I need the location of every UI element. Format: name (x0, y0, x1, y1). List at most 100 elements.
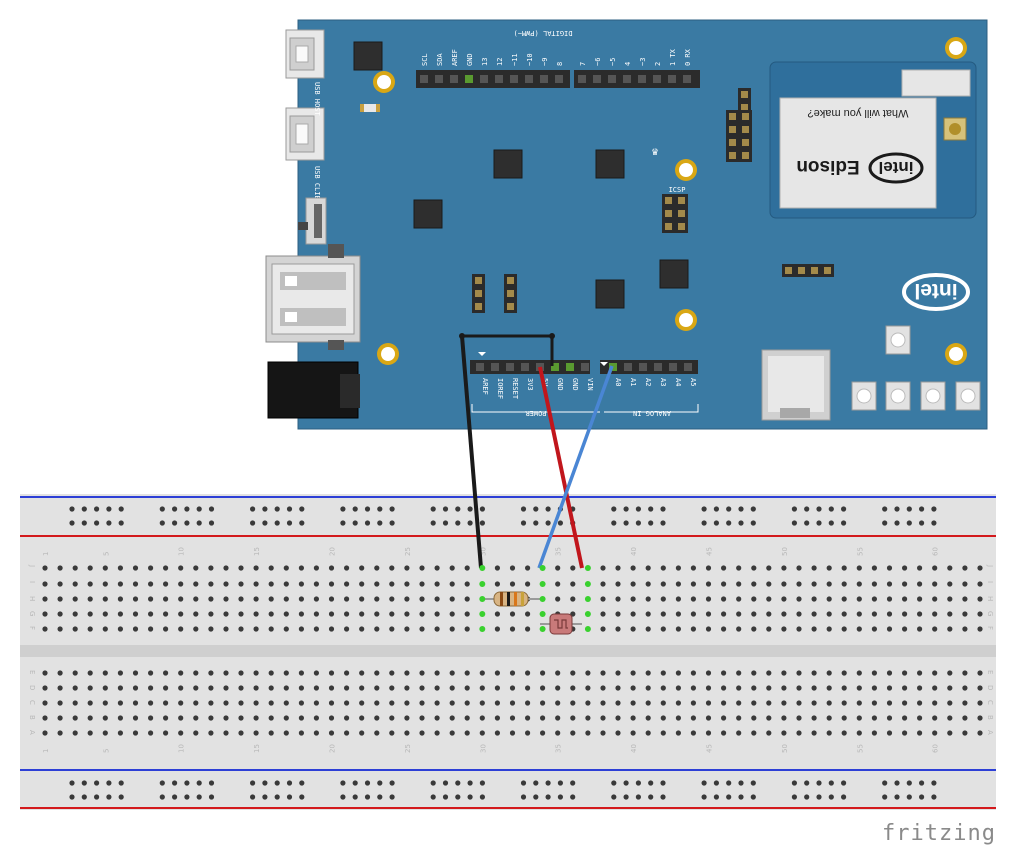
breadboard-hole (238, 715, 244, 721)
breadboard-hole (751, 565, 757, 571)
breadboard-hole (721, 565, 727, 571)
rail-hole (570, 780, 576, 786)
rail-hole (262, 794, 268, 800)
breadboard-hole (374, 670, 380, 676)
breadboard-hole (660, 565, 666, 571)
mounting-hole-center (377, 75, 391, 89)
breadboard-hole (751, 730, 757, 736)
breadboard-hole (962, 611, 968, 617)
rail-hole (196, 794, 202, 800)
connected-hole (584, 626, 591, 632)
rail-hole (660, 520, 666, 526)
breadboard-hole (208, 565, 214, 571)
rail-hole (364, 780, 371, 786)
header-pin (665, 210, 672, 217)
mounting-hole-center (949, 41, 963, 55)
breadboard-hole (826, 685, 832, 691)
breadboard-hole (902, 730, 908, 736)
breadboard-hole (42, 700, 48, 706)
rail-hole (479, 780, 485, 786)
column-number: 60 (932, 744, 940, 753)
breadboard-hole (494, 565, 500, 571)
breadboard-hole (630, 700, 636, 706)
row-letter: G (28, 611, 36, 616)
breadboard-hole (886, 596, 893, 602)
breadboard-hole (283, 685, 289, 691)
breadboard-hole (208, 670, 214, 676)
breadboard-hole (751, 581, 757, 587)
rail-hole (172, 506, 178, 512)
header-pin (654, 363, 662, 371)
column-number: 35 (555, 547, 563, 556)
rail-hole (299, 506, 305, 512)
breadboard-hole (962, 700, 968, 706)
breadboard-hole (555, 730, 561, 736)
rail-hole (533, 506, 539, 512)
header-pin (678, 197, 685, 204)
header-pin (551, 363, 559, 371)
breadboard-hole (389, 581, 395, 587)
rail-hole (352, 794, 358, 800)
breadboard-hole (615, 596, 621, 602)
power-pin-label: AREF (481, 378, 489, 395)
rail-hole (701, 780, 707, 786)
breadboard-hole (42, 715, 48, 721)
breadboard-hole (525, 715, 531, 721)
breadboard-hole (178, 626, 184, 632)
breadboard-hole (434, 596, 440, 602)
header-pin (480, 75, 488, 83)
rail-hole (533, 794, 539, 800)
breadboard-hole (856, 626, 862, 632)
rail-hole (479, 506, 485, 512)
rail-hole (172, 794, 178, 800)
rail-hole (455, 506, 461, 512)
breadboard-hole (977, 670, 983, 676)
breadboard-hole (570, 715, 576, 721)
breadboard-hole (283, 596, 289, 602)
breadboard-hole (434, 581, 440, 587)
rail-hole (841, 506, 847, 512)
sd-card-slot (761, 349, 831, 421)
crown-icon: ♛ (651, 148, 659, 158)
rail-hole (455, 794, 461, 800)
breadboard-hole (298, 700, 304, 706)
rail-hole (81, 794, 87, 800)
breadboard-hole (615, 700, 621, 706)
breadboard-hole (902, 626, 908, 632)
rail-hole (81, 780, 87, 786)
column-number: 30 (479, 547, 487, 556)
breadboard-hole (630, 715, 636, 721)
rail-hole (557, 520, 564, 526)
row-letter: F (986, 626, 994, 630)
breadboard-hole (148, 611, 154, 617)
breadboard-hole (464, 730, 470, 736)
breadboard-hole (932, 581, 938, 587)
breadboard-hole (328, 670, 335, 676)
breadboard-hole (148, 565, 154, 571)
breadboard-hole (178, 730, 184, 736)
breadboard-hole (781, 670, 787, 676)
breadboard-hole (902, 581, 908, 587)
analog-pin-label: A1 (629, 378, 637, 386)
breadboard-hole (102, 700, 108, 706)
board-logo: intel (902, 273, 970, 311)
breadboard-hole (555, 685, 561, 691)
header-pin (475, 290, 482, 297)
breadboard-hole (886, 670, 893, 676)
breadboard-hole (57, 565, 63, 571)
breadboard-hole (374, 611, 380, 617)
breadboard-hole (148, 581, 154, 587)
breadboard-hole (163, 626, 169, 632)
row-letter: C (986, 700, 994, 705)
breadboard-hole (72, 626, 78, 632)
chip (595, 149, 625, 179)
breadboard-hole (630, 685, 636, 691)
breadboard-hole (163, 565, 169, 571)
rail-hole (906, 794, 912, 800)
breadboard-hole (751, 626, 757, 632)
breadboard-hole (268, 565, 274, 571)
breadboard-hole (721, 611, 727, 617)
breadboard-hole (841, 700, 847, 706)
rail-hole (196, 780, 202, 786)
breadboard-hole (826, 700, 832, 706)
